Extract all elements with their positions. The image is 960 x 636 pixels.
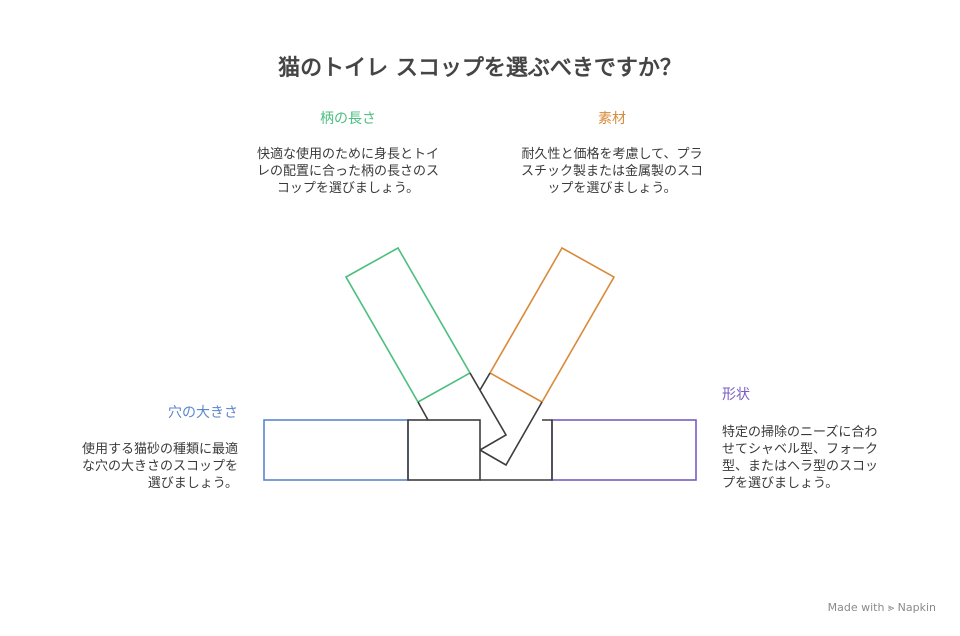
material-bar — [488, 246, 616, 404]
hole-size-description: 使用する猫砂の種類に最適な穴の大きさのスコップを選びましょう。 — [81, 442, 238, 491]
napkin-brand[interactable]: Made with ⪢ Napkin — [828, 601, 936, 615]
hole-size-label: 穴の大きさ — [168, 405, 238, 421]
page-title: 猫のトイレ スコップを選ぶべきですか？ — [278, 56, 682, 81]
hole-size-bar — [263, 419, 409, 481]
napkin-brand-text: Made with ⪢ Napkin — [827, 601, 936, 614]
shape-label: 形状 — [722, 387, 750, 403]
material-description: 耐久性と価格を考慮して、プラスチック製または金属製のスコップを選びましょう。 — [520, 147, 703, 196]
central-hub — [407, 372, 553, 481]
handle-length-label: 柄の長さ — [320, 111, 376, 127]
shape-description: 特定の掃除のニーズに合わせてシャベル型、フォーク型、またはヘラ型のスコップを選び… — [722, 425, 879, 491]
handle-length-bar — [344, 246, 472, 404]
material-label: 素材 — [598, 111, 626, 127]
shape-bar — [551, 419, 697, 481]
handle-length-description: 快適な使用のために身長とトイレの配置に合った柄の長さのスコップを選びましょう。 — [256, 147, 439, 196]
